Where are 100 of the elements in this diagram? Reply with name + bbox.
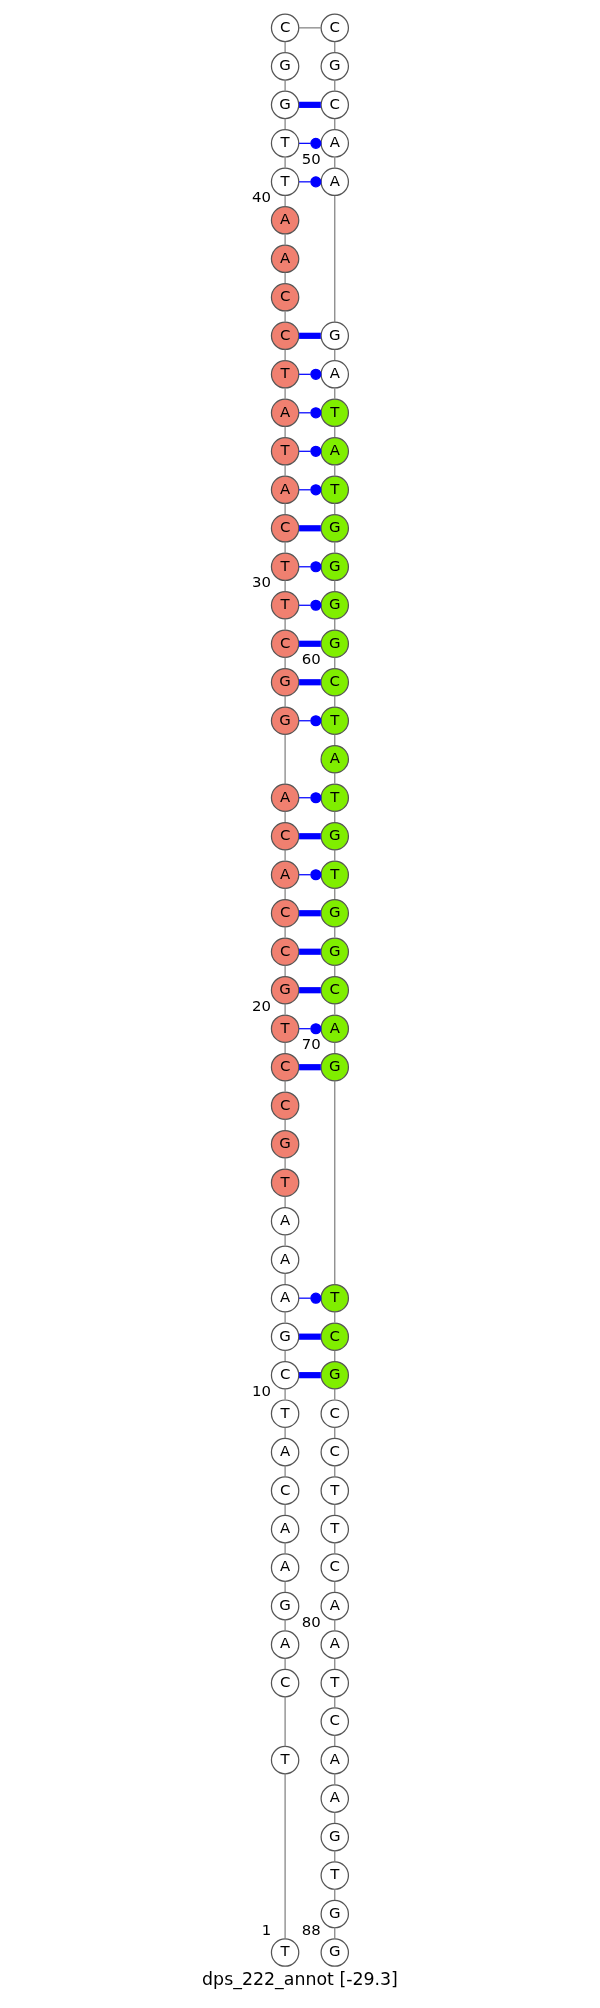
- connector: [299, 524, 321, 531]
- node-circle: T: [270, 1167, 300, 1197]
- node-circle: T: [270, 552, 300, 581]
- node-circle: G: [320, 629, 350, 658]
- node-circle: C: [270, 321, 300, 350]
- node-circle: C: [320, 13, 350, 42]
- connector: [284, 425, 286, 438]
- node-circle: G: [320, 1360, 350, 1389]
- node-circle: A: [270, 244, 300, 273]
- node-circle: A: [270, 475, 300, 504]
- node-circle: G: [320, 513, 350, 543]
- node-circle: T: [320, 1860, 350, 1890]
- node-circle: A: [320, 436, 350, 466]
- node-circle: A: [270, 782, 300, 812]
- node-circle: T: [320, 398, 350, 427]
- connector: [284, 695, 286, 707]
- connector: [284, 271, 286, 284]
- node-circle: G: [270, 51, 300, 81]
- node-circle: C: [270, 513, 300, 543]
- connector: [284, 1618, 286, 1631]
- node-circle: T: [320, 1514, 350, 1543]
- connector: [284, 925, 286, 938]
- node-circle: T: [270, 1013, 300, 1043]
- connector: [299, 1371, 321, 1378]
- node-circle: A: [320, 1783, 350, 1813]
- node-circle: A: [270, 205, 300, 235]
- node-circle: T: [320, 1668, 350, 1697]
- node-circle: C: [270, 936, 300, 966]
- connector: [284, 348, 286, 361]
- node-circle: T: [270, 590, 300, 620]
- connector: [284, 156, 286, 168]
- node-circle: T: [320, 859, 350, 889]
- connector: [284, 502, 286, 515]
- node-label: 80: [301, 1612, 321, 1631]
- connector: [284, 733, 286, 785]
- node-circle: G: [270, 1321, 300, 1351]
- node-circle: C: [270, 1475, 300, 1505]
- node-circle: A: [320, 1013, 350, 1043]
- node-circle: A: [270, 1283, 300, 1312]
- node-circle: G: [320, 51, 350, 81]
- connector: [284, 541, 286, 553]
- connector: [284, 1156, 286, 1169]
- node-circle: A: [270, 1552, 300, 1582]
- node-circle: A: [270, 859, 300, 889]
- node-label: 88: [301, 1920, 321, 1939]
- node-label: 40: [252, 187, 271, 206]
- node-circle: G: [320, 1822, 350, 1851]
- connector: [334, 194, 336, 323]
- node-circle: T: [320, 1475, 350, 1505]
- node-circle: C: [270, 821, 300, 850]
- connector: [284, 1580, 286, 1593]
- node-label: 30: [252, 572, 271, 591]
- node-circle: A: [320, 128, 350, 158]
- node-circle: G: [270, 706, 300, 735]
- node-label: 70: [301, 1034, 321, 1053]
- node-circle: G: [270, 667, 300, 697]
- node-circle: A: [320, 1591, 350, 1620]
- node-circle: A: [270, 1514, 300, 1543]
- connector: [299, 1333, 321, 1340]
- connector: [284, 233, 286, 245]
- node-circle: C: [270, 1090, 300, 1120]
- node-label: 50: [301, 149, 321, 168]
- connector: [284, 887, 286, 900]
- connector: [284, 810, 286, 823]
- connector: [284, 387, 286, 399]
- node-circle: A: [270, 398, 300, 427]
- connector: [284, 1079, 286, 1092]
- node-label: 10: [252, 1381, 271, 1400]
- connector: [284, 656, 286, 669]
- node-circle: A: [270, 1206, 300, 1235]
- connector: [299, 832, 321, 839]
- node-label: 60: [301, 649, 321, 668]
- node-circle: T: [320, 706, 350, 735]
- connector: [284, 40, 286, 53]
- node-circle: C: [320, 90, 350, 119]
- connector: [284, 1272, 286, 1285]
- node-circle: G: [270, 975, 300, 1004]
- node-circle: A: [270, 1629, 300, 1659]
- connector: [284, 964, 286, 977]
- connector: [284, 848, 286, 861]
- node-circle: C: [320, 1706, 350, 1736]
- connector: [284, 1464, 286, 1477]
- connector: [299, 986, 321, 993]
- node-circle: A: [320, 1745, 350, 1774]
- node-circle: T: [320, 1283, 350, 1312]
- connector: [284, 1426, 286, 1439]
- connector: [284, 1233, 286, 1246]
- connector: [284, 1310, 286, 1323]
- node-circle: A: [320, 744, 350, 774]
- node-circle: G: [270, 1591, 300, 1620]
- connector: [284, 1002, 286, 1015]
- node-label: 1: [261, 1920, 272, 1939]
- connector: [284, 79, 286, 91]
- node-circle: C: [320, 1398, 350, 1428]
- connector: [284, 1349, 286, 1362]
- connector: [334, 1080, 336, 1285]
- connector: [299, 1063, 321, 1070]
- node-circle: C: [320, 1437, 350, 1466]
- node-circle: T: [320, 475, 350, 504]
- node-circle: A: [270, 1437, 300, 1466]
